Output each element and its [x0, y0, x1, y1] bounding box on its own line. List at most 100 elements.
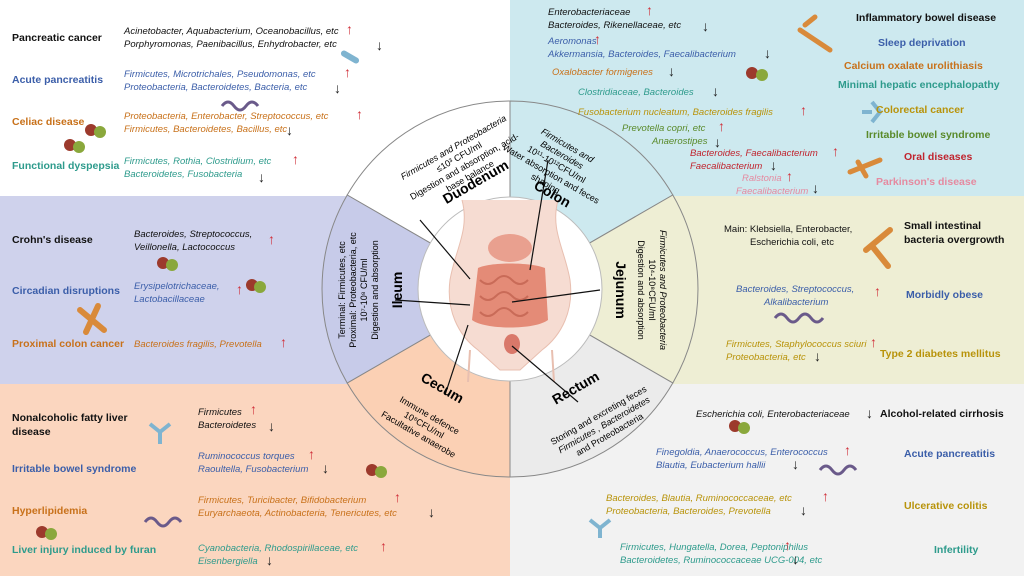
jejunum-main-bacteria: Escherichia coli, etc — [750, 237, 834, 248]
up-arrow-icon: ↑ — [346, 21, 353, 37]
disease-oral: Oral diseases — [904, 151, 973, 163]
bacteria-up-list: Ruminococcus torques — [198, 451, 295, 462]
disease-pancreatic-cancer: Pancreatic cancer — [12, 32, 102, 44]
bacteria-up-list: Firmicutes — [198, 407, 242, 418]
bacteria-ralstonia: Ralstonia — [742, 173, 782, 184]
disease-ibs: Irritable bowel syndrome — [866, 129, 991, 141]
ileum-label: Ileum — [389, 272, 405, 309]
disease-sibo: bacteria overgrowth — [904, 234, 1005, 246]
up-arrow-icon: ↑ — [844, 442, 851, 458]
bacteria-down-list: Blautia, Eubacterium hallii — [656, 460, 766, 471]
bacteria-up-list: Firmicutes, Hungatella, Dorea, Peptoniph… — [620, 542, 808, 553]
disease-crohns: Crohn's disease — [12, 234, 93, 246]
bacteria-up-list: Firmicutes, Turicibacter, Bifidobacteriu… — [198, 495, 367, 506]
disease-parkinsons: Parkinson's disease — [876, 176, 977, 188]
up-arrow-icon: ↑ — [292, 151, 299, 167]
bacteria-up-list: Bacteroides, Streptococcus, — [736, 284, 855, 295]
disease-morbidly-obese: Morbidly obese — [906, 289, 984, 301]
up-arrow-icon: ↑ — [344, 64, 351, 80]
bacteria-down-list: Akkermansia, Bacteroides, Faecalibacteri… — [548, 49, 736, 60]
bacteria-oxalobacter: Oxalobacter formigenes — [552, 67, 653, 78]
up-arrow-icon: ↑ — [784, 537, 791, 553]
bacteria-up-list: Lactobacillaceae — [134, 294, 205, 305]
bacteria-fusobacterium: Fusobacterium nucleatum, Bacteroides fra… — [578, 107, 773, 118]
jejunum-desc-line3: Digestion and absorption — [636, 240, 646, 340]
bacteria-clostridiaceae: Clostridiaceae, Bacteroides — [578, 87, 694, 98]
jejunum-desc-line2: 10⁴-10⁸CFU/ml — [647, 259, 657, 320]
disease-functional-dyspepsia: Functional dyspepsia — [12, 160, 120, 172]
jejunum-desc-line1: Firmicutes and Proteobacteria — [658, 230, 668, 350]
jejunum-label: Jejunum — [613, 261, 629, 319]
disease-sibo: Small intestinal — [904, 220, 982, 232]
down-arrow-icon: ↓ — [322, 460, 329, 476]
bacteria-aeromonas: Aeromonas — [548, 36, 597, 47]
disease-sleep-deprivation: Sleep deprivation — [878, 37, 966, 49]
bacteria-down-list: Proteobacteria, etc — [726, 352, 806, 363]
bacteria-down-list: Escherichia coli, Enterobacteriaceae — [696, 409, 850, 420]
bacteria-up-list: Firmicutes, Staphylococcus sciuri — [726, 339, 867, 350]
down-arrow-icon: ↓ — [714, 134, 721, 150]
disease-calcium-oxalate: Calcium oxalate urolithiasis — [844, 60, 983, 72]
bacteria-up-list: Bacteroides, Blautia, Ruminococcaceae, e… — [606, 493, 792, 504]
disease-t2d: Type 2 diabetes mellitus — [880, 348, 1001, 360]
bacteria-down-list: Bacteroidetes, Ruminococcaceae UCG-004, … — [620, 555, 823, 566]
down-arrow-icon: ↓ — [266, 552, 273, 568]
bacteria-down-list: Euryarchaeota, Actinobacteria, Tenericut… — [198, 508, 397, 519]
bacteria-anaerostipes: Anaerostipes — [652, 136, 708, 147]
bacteria-up-list: Erysipelotrichaceae, — [134, 281, 220, 292]
disease-nafld: disease — [12, 426, 51, 438]
down-arrow-icon: ↓ — [668, 63, 675, 79]
bacteria-up-list: Finegoldia, Anaerococcus, Enterococcus — [656, 447, 828, 458]
jejunum-main-bacteria: Main: Klebsiella, Enterobacter, — [724, 224, 853, 235]
disease-nafld: Nonalcoholic fatty liver — [12, 412, 128, 424]
up-arrow-icon: ↑ — [832, 143, 839, 159]
bacteria-prevotella: Prevotella copri, etc — [622, 123, 706, 134]
ileum-desc-line3: 10⁷-10⁸ CFU/ml — [359, 258, 369, 321]
disease-alcohol-cirrhosis: Alcohol-related cirrhosis — [880, 408, 1004, 420]
bacteria-up-list: Bacteroides fragilis, Prevotella — [134, 339, 262, 350]
bacteria-down-list: Bacteroidetes, Fusobacteria — [124, 169, 243, 180]
up-arrow-icon: ↑ — [594, 31, 601, 47]
down-arrow-icon: ↓ — [258, 169, 265, 185]
disease-circadian: Circadian disruptions — [12, 285, 120, 297]
up-arrow-icon: ↑ — [268, 231, 275, 247]
bacteria-up-list: Firmicutes, Microtrichales, Pseudomonas,… — [124, 69, 316, 80]
bacteria-up-list: Firmicutes, Rothia, Clostridium, etc — [124, 156, 272, 167]
ileum-desc-line4: Digestion and absorption — [370, 240, 380, 340]
down-arrow-icon: ↓ — [712, 83, 719, 99]
up-arrow-icon: ↑ — [870, 334, 877, 350]
bacteria-down-list: Bacteroidetes — [198, 420, 257, 431]
disease-liver-injury-furan: Liver injury induced by furan — [12, 544, 157, 556]
up-arrow-icon: ↑ — [280, 334, 287, 350]
down-arrow-icon: ↓ — [334, 80, 341, 96]
bacteria-down-list: Proteobacteria, Bacteroidetes, Bacteria,… — [124, 82, 308, 93]
bacteria-up-list: Veillonella, Lactococcus — [134, 242, 236, 253]
down-arrow-icon: ↓ — [814, 348, 821, 364]
down-arrow-icon: ↓ — [812, 180, 819, 196]
down-arrow-icon: ↓ — [792, 456, 799, 472]
up-arrow-icon: ↑ — [356, 106, 363, 122]
up-arrow-icon: ↑ — [718, 118, 725, 134]
bacteria-down-list: Bacteroides, Rikenellaceae, etc — [548, 20, 682, 31]
bacteria-down-list: Eisenbergiella — [198, 556, 258, 567]
disease-colorectal-cancer: Colorectal cancer — [876, 104, 965, 116]
down-arrow-icon: ↓ — [770, 157, 777, 173]
disease-proximal-colon-cancer: Proximal colon cancer — [12, 338, 125, 350]
down-arrow-icon: ↓ — [800, 502, 807, 518]
bacteria-down-list: Firmicutes, Bacteroidetes, Bacillus, etc — [124, 124, 288, 135]
up-arrow-icon: ↑ — [786, 168, 793, 184]
disease-infertility: Infertility — [934, 544, 979, 556]
disease-acute-pancreatitis: Acute pancreatitis — [904, 448, 996, 460]
down-arrow-icon: ↓ — [764, 45, 771, 61]
up-arrow-icon: ↑ — [800, 102, 807, 118]
down-arrow-icon: ↓ — [866, 405, 873, 421]
up-arrow-icon: ↑ — [394, 489, 401, 505]
up-arrow-icon: ↑ — [380, 538, 387, 554]
bacteria-up-list: Acinetobacter, Aquabacterium, Oceanobaci… — [124, 26, 339, 37]
bacteria-down-list: Porphyromonas, Paenibacillus, Enhydrobac… — [124, 39, 337, 50]
bacteria-up-list: Proteobacteria, Enterobacter, Streptococ… — [124, 111, 329, 122]
disease-acute-pancreatitis: Acute pancreatitis — [12, 74, 104, 86]
up-arrow-icon: ↑ — [646, 2, 653, 18]
disease-ulcerative-colitis: Ulcerative colitis — [904, 500, 988, 512]
bacteria-up-list: Cyanobacteria, Rhodospirillaceae, etc — [198, 543, 359, 554]
